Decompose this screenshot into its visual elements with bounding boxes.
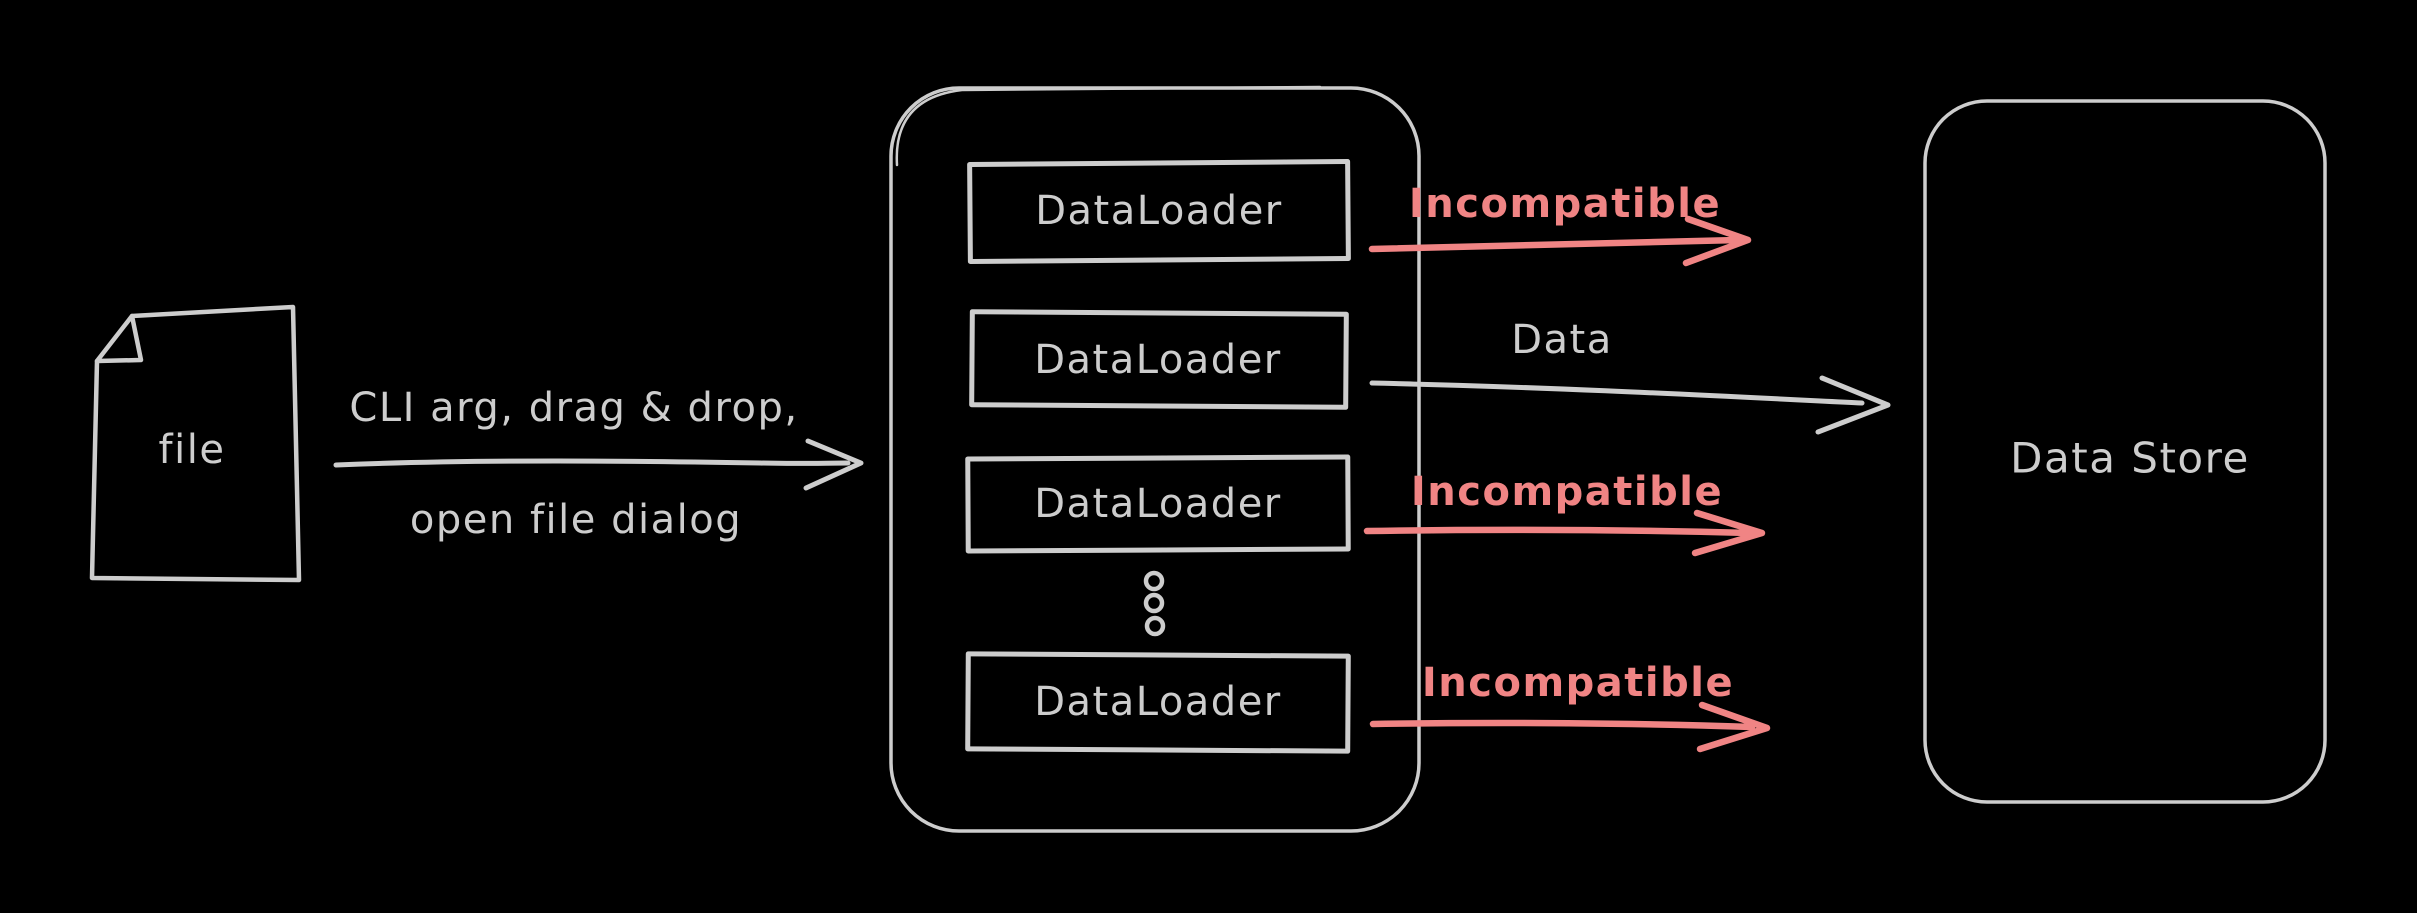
pipeline-container [889,85,1421,833]
incompatible-arrow-3-line [1369,719,1756,731]
pipeline-container-sketch-overdraw [895,85,1322,167]
input-arrow-line [333,458,851,468]
input-arrow-label-top: CLI arg, drag & drop, [349,385,799,431]
dataloader-label-2: DataLoader [1034,337,1282,383]
dataloader-label-3: DataLoader [1034,481,1282,527]
incompatible-arrow-2-line [1363,526,1754,537]
incompatible-arrow-3 [1369,701,1771,753]
input-arrow-head-icon [803,438,864,491]
data-arrow [1369,375,1891,435]
incompatible-arrow-1-head-icon [1682,215,1752,267]
input-arrow-label-bottom: open file dialog [409,497,743,543]
dataloader-box-2 [969,309,1349,410]
data-arrow-head-icon [1815,375,1891,435]
data-label: Data [1511,317,1613,363]
dataloader-box-3 [965,454,1351,554]
file-fold-icon [94,313,144,364]
incompatible-label-1: Incompatible [1408,181,1722,227]
incompatible-arrow-1-line [1368,236,1742,253]
incompatible-label-3: Incompatible [1421,660,1735,706]
incompatible-arrow-2 [1363,509,1766,557]
file-label: file [158,427,226,473]
data-store-box [1923,99,2327,804]
dataloader-label-1: DataLoader [1035,188,1283,234]
incompatible-arrow-2-head-icon [1691,509,1766,557]
file-outline [89,304,302,583]
data-store-label: Data Store [2010,433,2250,483]
data-arrow-line [1369,380,1865,406]
incompatible-label-2: Incompatible [1410,469,1724,515]
incompatible-arrow-3-head-icon [1696,701,1771,753]
dataloader-box-4 [965,651,1351,754]
vertical-ellipsis-dots-icon [1143,570,1166,637]
input-arrow [333,438,864,491]
file-icon [89,304,302,583]
incompatible-arrow-1 [1368,215,1752,267]
dataloader-box-1 [967,159,1351,264]
dataloader-label-4: DataLoader [1034,679,1282,725]
